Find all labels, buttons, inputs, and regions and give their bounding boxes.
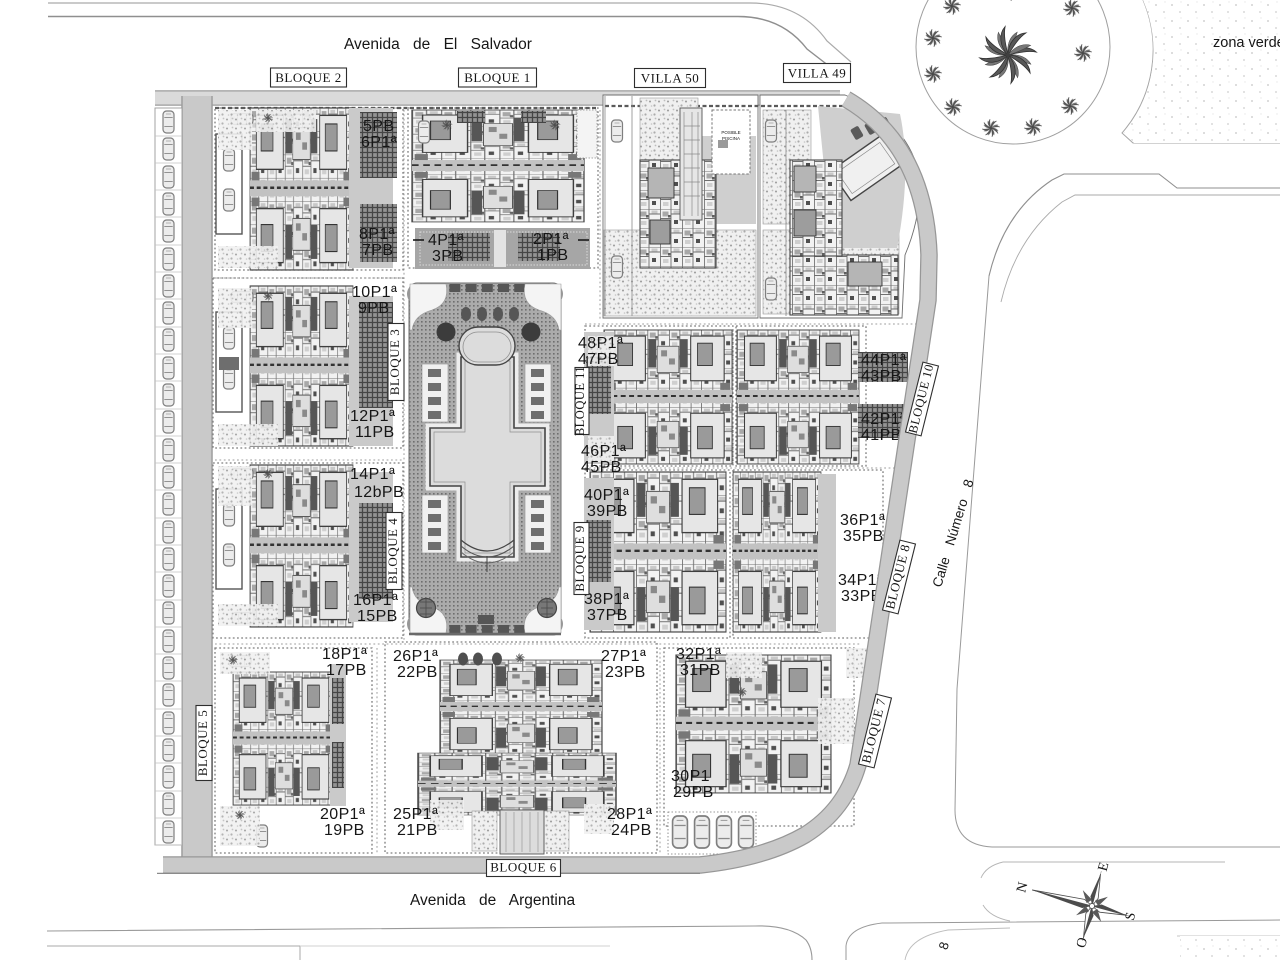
svg-text:39PB: 39PB bbox=[587, 503, 628, 520]
svg-text:44P1ª: 44P1ª bbox=[861, 352, 906, 369]
svg-text:38P1ª: 38P1ª bbox=[584, 591, 629, 608]
svg-text:33PB: 33PB bbox=[841, 588, 882, 605]
svg-text:10P1ª: 10P1ª bbox=[352, 284, 397, 301]
svg-text:43PB: 43PB bbox=[861, 368, 902, 385]
svg-text:BLOQUE 6: BLOQUE 6 bbox=[490, 860, 556, 875]
svg-text:14P1ª: 14P1ª bbox=[350, 466, 395, 483]
svg-text:BLOQUE 3: BLOQUE 3 bbox=[387, 329, 402, 395]
svg-text:40P1ª: 40P1ª bbox=[584, 487, 629, 504]
svg-text:BLOQUE 1: BLOQUE 1 bbox=[464, 70, 530, 85]
svg-text:VILLA 49: VILLA 49 bbox=[788, 66, 847, 81]
svg-text:11PB: 11PB bbox=[355, 424, 395, 441]
svg-text:VILLA 50: VILLA 50 bbox=[641, 71, 700, 86]
svg-text:17PB: 17PB bbox=[326, 662, 367, 679]
svg-text:26P1ª: 26P1ª bbox=[393, 648, 438, 665]
svg-text:1PB: 1PB bbox=[537, 247, 568, 264]
svg-text:2P1ª: 2P1ª bbox=[533, 231, 569, 248]
svg-text:PISCINA: PISCINA bbox=[722, 136, 740, 141]
svg-text:35PB: 35PB bbox=[843, 528, 884, 545]
svg-text:45PB: 45PB bbox=[581, 459, 622, 476]
svg-text:POSIBLE: POSIBLE bbox=[721, 130, 740, 135]
svg-text:24PB: 24PB bbox=[611, 822, 652, 839]
svg-text:47PB: 47PB bbox=[578, 351, 619, 368]
svg-text:4P1ª: 4P1ª bbox=[428, 232, 464, 249]
svg-text:37PB: 37PB bbox=[587, 607, 628, 624]
svg-text:34P1ª: 34P1ª bbox=[838, 572, 883, 589]
svg-text:12P1ª: 12P1ª bbox=[350, 408, 395, 425]
svg-text:42P1ª: 42P1ª bbox=[861, 411, 906, 428]
svg-text:41PB: 41PB bbox=[861, 427, 902, 444]
svg-text:BLOQUE 9: BLOQUE 9 bbox=[572, 525, 587, 591]
svg-text:18P1ª: 18P1ª bbox=[322, 646, 367, 663]
svg-text:32P1ª: 32P1ª bbox=[676, 646, 721, 663]
svg-text:8P1ª: 8P1ª bbox=[359, 226, 395, 243]
svg-text:5PB: 5PB bbox=[363, 118, 394, 135]
svg-text:16P1ª: 16P1ª bbox=[353, 592, 398, 609]
svg-text:28P1ª: 28P1ª bbox=[607, 806, 652, 823]
svg-text:BLOQUE 4: BLOQUE 4 bbox=[385, 518, 400, 584]
svg-text:29PB: 29PB bbox=[673, 784, 714, 801]
svg-text:19PB: 19PB bbox=[324, 822, 365, 839]
svg-text:36P1ª: 36P1ª bbox=[840, 512, 885, 529]
svg-text:8: 8 bbox=[935, 940, 951, 951]
svg-text:30P1: 30P1 bbox=[671, 768, 710, 785]
svg-text:BLOQUE 2: BLOQUE 2 bbox=[275, 70, 341, 85]
svg-text:7PB: 7PB bbox=[362, 242, 393, 259]
svg-text:25P1ª: 25P1ª bbox=[393, 806, 438, 823]
svg-text:15PB: 15PB bbox=[357, 608, 398, 625]
svg-text:22PB: 22PB bbox=[397, 664, 438, 681]
svg-text:9PB: 9PB bbox=[358, 300, 389, 317]
svg-text:6P1ª: 6P1ª bbox=[361, 134, 397, 151]
svg-text:23PB: 23PB bbox=[605, 664, 646, 681]
svg-text:48P1ª: 48P1ª bbox=[578, 335, 623, 352]
svg-text:21PB: 21PB bbox=[397, 822, 438, 839]
svg-text:12bPB: 12bPB bbox=[354, 484, 404, 501]
svg-text:Avenida de Argentina: Avenida de Argentina bbox=[410, 892, 575, 909]
svg-text:27P1ª: 27P1ª bbox=[601, 648, 646, 665]
svg-text:3PB: 3PB bbox=[432, 248, 463, 265]
svg-text:BLOQUE 11: BLOQUE 11 bbox=[573, 366, 587, 436]
svg-text:zona verde: zona verde bbox=[1213, 35, 1280, 51]
svg-text:20P1ª: 20P1ª bbox=[320, 806, 365, 823]
svg-text:BLOQUE 5: BLOQUE 5 bbox=[195, 710, 210, 776]
svg-text:31PB: 31PB bbox=[680, 662, 721, 679]
svg-text:46P1ª: 46P1ª bbox=[581, 443, 626, 460]
svg-text:Avenida de El Salvador: Avenida de El Salvador bbox=[344, 36, 532, 53]
